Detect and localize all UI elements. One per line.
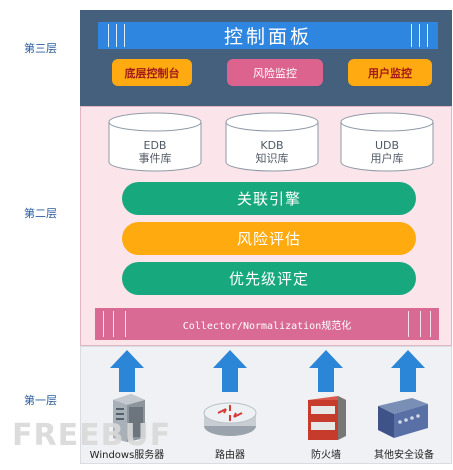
db-code: UDB <box>374 139 400 152</box>
layer2-label: 第二层 <box>24 207 57 220</box>
kdb-database: KDB 知识库 <box>222 112 322 174</box>
database-icon <box>108 112 202 172</box>
up-arrow-icon <box>110 350 144 392</box>
collector-normalization-bar: Collector/Normalization规范化 <box>95 308 439 340</box>
correlation-engine: 关联引擎 <box>122 182 416 215</box>
device-label-windows-server: Windows服务器 <box>89 450 165 461</box>
layer3-label: 第三层 <box>24 42 57 55</box>
db-name: 事件库 <box>138 152 172 165</box>
security-device-icon <box>378 398 428 438</box>
risk-assessment: 风险评估 <box>122 222 416 255</box>
up-arrow-icon <box>213 350 247 392</box>
db-name: 用户库 <box>370 152 404 165</box>
database-icon <box>225 112 319 172</box>
db-code: KDB <box>260 139 284 152</box>
priority-rating: 优先级评定 <box>122 262 416 295</box>
device-label-firewall: 防火墙 <box>311 450 341 461</box>
risk-monitor-button[interactable]: 风险监控 <box>227 59 323 86</box>
router-icon <box>203 402 257 436</box>
up-arrow-icon <box>391 350 425 392</box>
database-icon <box>340 112 434 172</box>
firewall-icon <box>308 396 346 440</box>
user-monitor-button[interactable]: 用户监控 <box>348 59 432 86</box>
db-name: 知识库 <box>255 152 289 165</box>
edb-database: EDB 事件库 <box>105 112 205 174</box>
device-label-router: 路由器 <box>215 450 245 461</box>
control-panel-title: 控制面板 <box>98 22 438 49</box>
device-label-other-security: 其他安全设备 <box>374 450 434 461</box>
watermark: FREEBUF <box>12 418 172 453</box>
udb-database: UDB 用户库 <box>337 112 437 174</box>
up-arrow-icon <box>309 350 343 392</box>
layer1-label: 第一层 <box>24 394 57 407</box>
bottom-console-button[interactable]: 底层控制台 <box>112 59 192 86</box>
windows-server-icon <box>113 394 145 442</box>
db-code: EDB <box>143 139 167 152</box>
